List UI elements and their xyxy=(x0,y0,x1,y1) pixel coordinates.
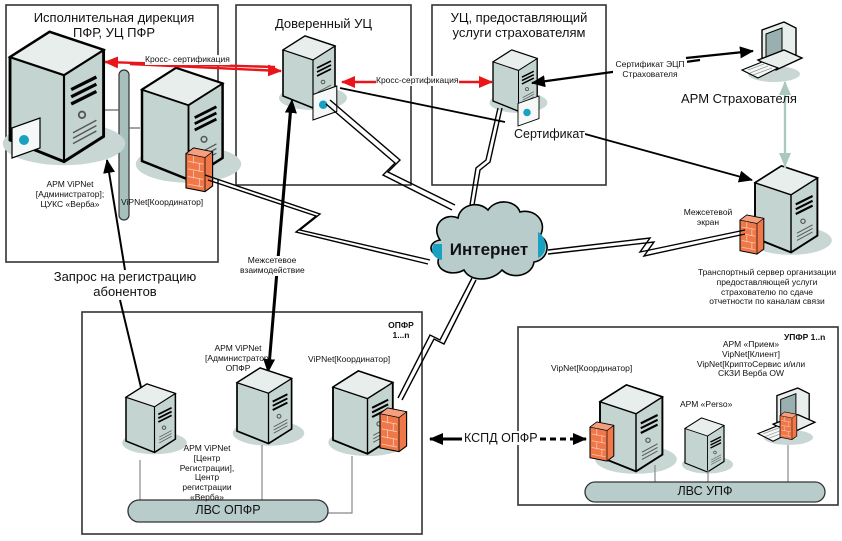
cross-cert-arrow-right xyxy=(129,62,282,77)
zone-insurer-ca-title-line2: услуги страхователям xyxy=(452,24,586,40)
firewall-label-line1: Межсетевой xyxy=(683,207,733,217)
zone-opfr-title-line2: 1...n xyxy=(392,329,410,340)
opfr-admin-label: АРМ ViPNet [Администратор] ОПФР xyxy=(198,343,278,373)
upfr-coordinator-label: VipNet[Координатор] xyxy=(551,363,633,373)
upfr-perso-server-icon xyxy=(681,417,734,475)
opfr-registration-line3: Регистрации], xyxy=(179,462,235,473)
transport-server-label-line1: Транспортный сервер организации xyxy=(697,267,837,277)
interworking-arrow xyxy=(263,109,291,373)
opfr-admin-line2: [Администратор] xyxy=(204,352,272,363)
zone-pfr-title-line2: ПФР, УЦ ПФР xyxy=(72,24,156,40)
cross-cert2-label: Кросс-сертификация xyxy=(376,75,459,86)
internet-cloud-icon xyxy=(430,201,548,280)
upfr-reception-line1: АРМ «Прием» xyxy=(722,339,780,349)
opfr-registration-line1: АРМ ViPNet xyxy=(183,443,231,453)
upfr-reception-label: АРМ «Прием» VipNet[Клиент] VipNet[Крипто… xyxy=(696,339,806,379)
zone-upfr-title: УПФР 1..n xyxy=(784,332,826,342)
opfr-firewall-icon xyxy=(379,407,408,453)
opfr-admin-line1: АРМ ViPNet xyxy=(214,343,262,353)
firewall-label-line2: экран xyxy=(696,216,720,227)
transport-server-label-line3: страхователю по сдаче xyxy=(721,286,813,297)
opfr-admin-line3: ОПФР xyxy=(225,362,251,373)
insurer-cert-arrow-2 xyxy=(685,46,754,60)
insurer-cert-label: Сертификат ЭЦП Страхователя xyxy=(613,59,687,80)
pfr-admin-label-line3: ЦУКС «Верба» xyxy=(40,198,100,209)
interworking-label: Межсетевое взаимодействие xyxy=(240,255,305,276)
registration-request-label: Запрос на регистрацию абонентов xyxy=(50,269,200,300)
insurer-workstation-label: АРМ Страхователя xyxy=(681,91,797,106)
interworking-label-line2: взаимодействие xyxy=(240,264,305,275)
internet-label: Интернет xyxy=(449,240,529,259)
certificate-label: Сертификат xyxy=(514,127,585,142)
zone-trusted-ca-title: Доверенный УЦ xyxy=(274,16,373,31)
interworking-label-line1: Межсетевое xyxy=(247,255,297,265)
opfr-registration-line5: регистрации xyxy=(182,482,232,493)
cross-cert-label: Кросс- сертификация xyxy=(145,54,230,65)
reg-request-arrow-down xyxy=(119,299,148,405)
upfr-reception-line2: VipNet[Клиент] xyxy=(721,348,781,359)
opfr-registration-line2: [Центр xyxy=(193,452,221,463)
zone-pfr-title-line1: Исполнительная дирекция xyxy=(33,10,195,25)
zone-insurer-ca-box xyxy=(431,4,607,186)
opfr-registration-label: АРМ ViPNet [Центр Регистрации], Центр ре… xyxy=(172,443,242,503)
upfr-reception-line3: VipNet[КриптоСервис и/или xyxy=(696,358,806,369)
zone-pfr-title: Исполнительная дирекция ПФР, УЦ ПФР xyxy=(10,10,218,41)
transport-server-label: Транспортный сервер организации предоста… xyxy=(694,267,840,307)
opfr-registration-line6: «Верба» xyxy=(190,491,224,502)
zone-insurer-ca-title-line1: УЦ, предоставляющий xyxy=(450,10,588,25)
upfr-reception-firewall-icon xyxy=(779,411,798,440)
opfr-registration-line4: Центр xyxy=(194,472,220,483)
pfr-coordinator-label: ViPNet[Координатор] xyxy=(121,197,204,207)
pfr-admin-label: АРМ ViPNet [Администратор]; ЦУКС «Верба» xyxy=(30,179,110,209)
registration-request-line1: Запрос на регистрацию xyxy=(53,269,197,284)
transport-server-label-line2: предоставляющей услуги xyxy=(716,276,818,287)
pfr-admin-label-line2: [Администратор]; xyxy=(35,188,105,199)
zone-trusted-ca-box xyxy=(235,4,412,186)
insurer-cert-label-line2: Страхователя xyxy=(622,68,678,79)
upfr-perso-label: АРМ «Perso» xyxy=(680,399,733,409)
upfr-reception-line4: СКЗИ Верба OW xyxy=(717,368,785,379)
opfr-coordinator-label: ViPNet[Координатор] xyxy=(308,354,391,364)
transport-server-label-line4: отчетности по каналам связи xyxy=(709,296,825,307)
zone-upfr-box xyxy=(517,326,839,506)
lan-opfr-bus xyxy=(127,499,329,523)
reg-request-arrow-up xyxy=(103,159,126,271)
zone-opfr-title: ОПФР 1...n xyxy=(384,320,418,341)
lan-upf-label: ЛВС УПФ xyxy=(677,484,733,498)
insurer-cert-label-line1: Сертификат ЭЦП xyxy=(615,59,685,69)
upfr-firewall-icon xyxy=(589,421,615,462)
pfr-firewall-icon xyxy=(185,147,214,193)
lan-opfr-label: ЛВС ОПФР xyxy=(195,503,261,517)
certificate-arrow xyxy=(584,133,753,183)
kspd-label: КСПД ОПФР xyxy=(462,431,540,446)
lan-upf-bus xyxy=(584,481,826,503)
lightning-links xyxy=(204,99,746,401)
zone-opfr-box xyxy=(81,311,423,535)
opfr-admin-server-icon xyxy=(231,367,306,447)
pfr-admin-label-line1: АРМ ViPNet xyxy=(46,179,94,189)
registration-request-line2: абонентов xyxy=(93,283,157,299)
zone-insurer-ca-title: УЦ, предоставляющий услуги страхователям xyxy=(432,10,606,41)
firewall-label: Межсетевой экран xyxy=(680,207,736,228)
zone-opfr-title-line1: ОПФР xyxy=(388,320,414,330)
